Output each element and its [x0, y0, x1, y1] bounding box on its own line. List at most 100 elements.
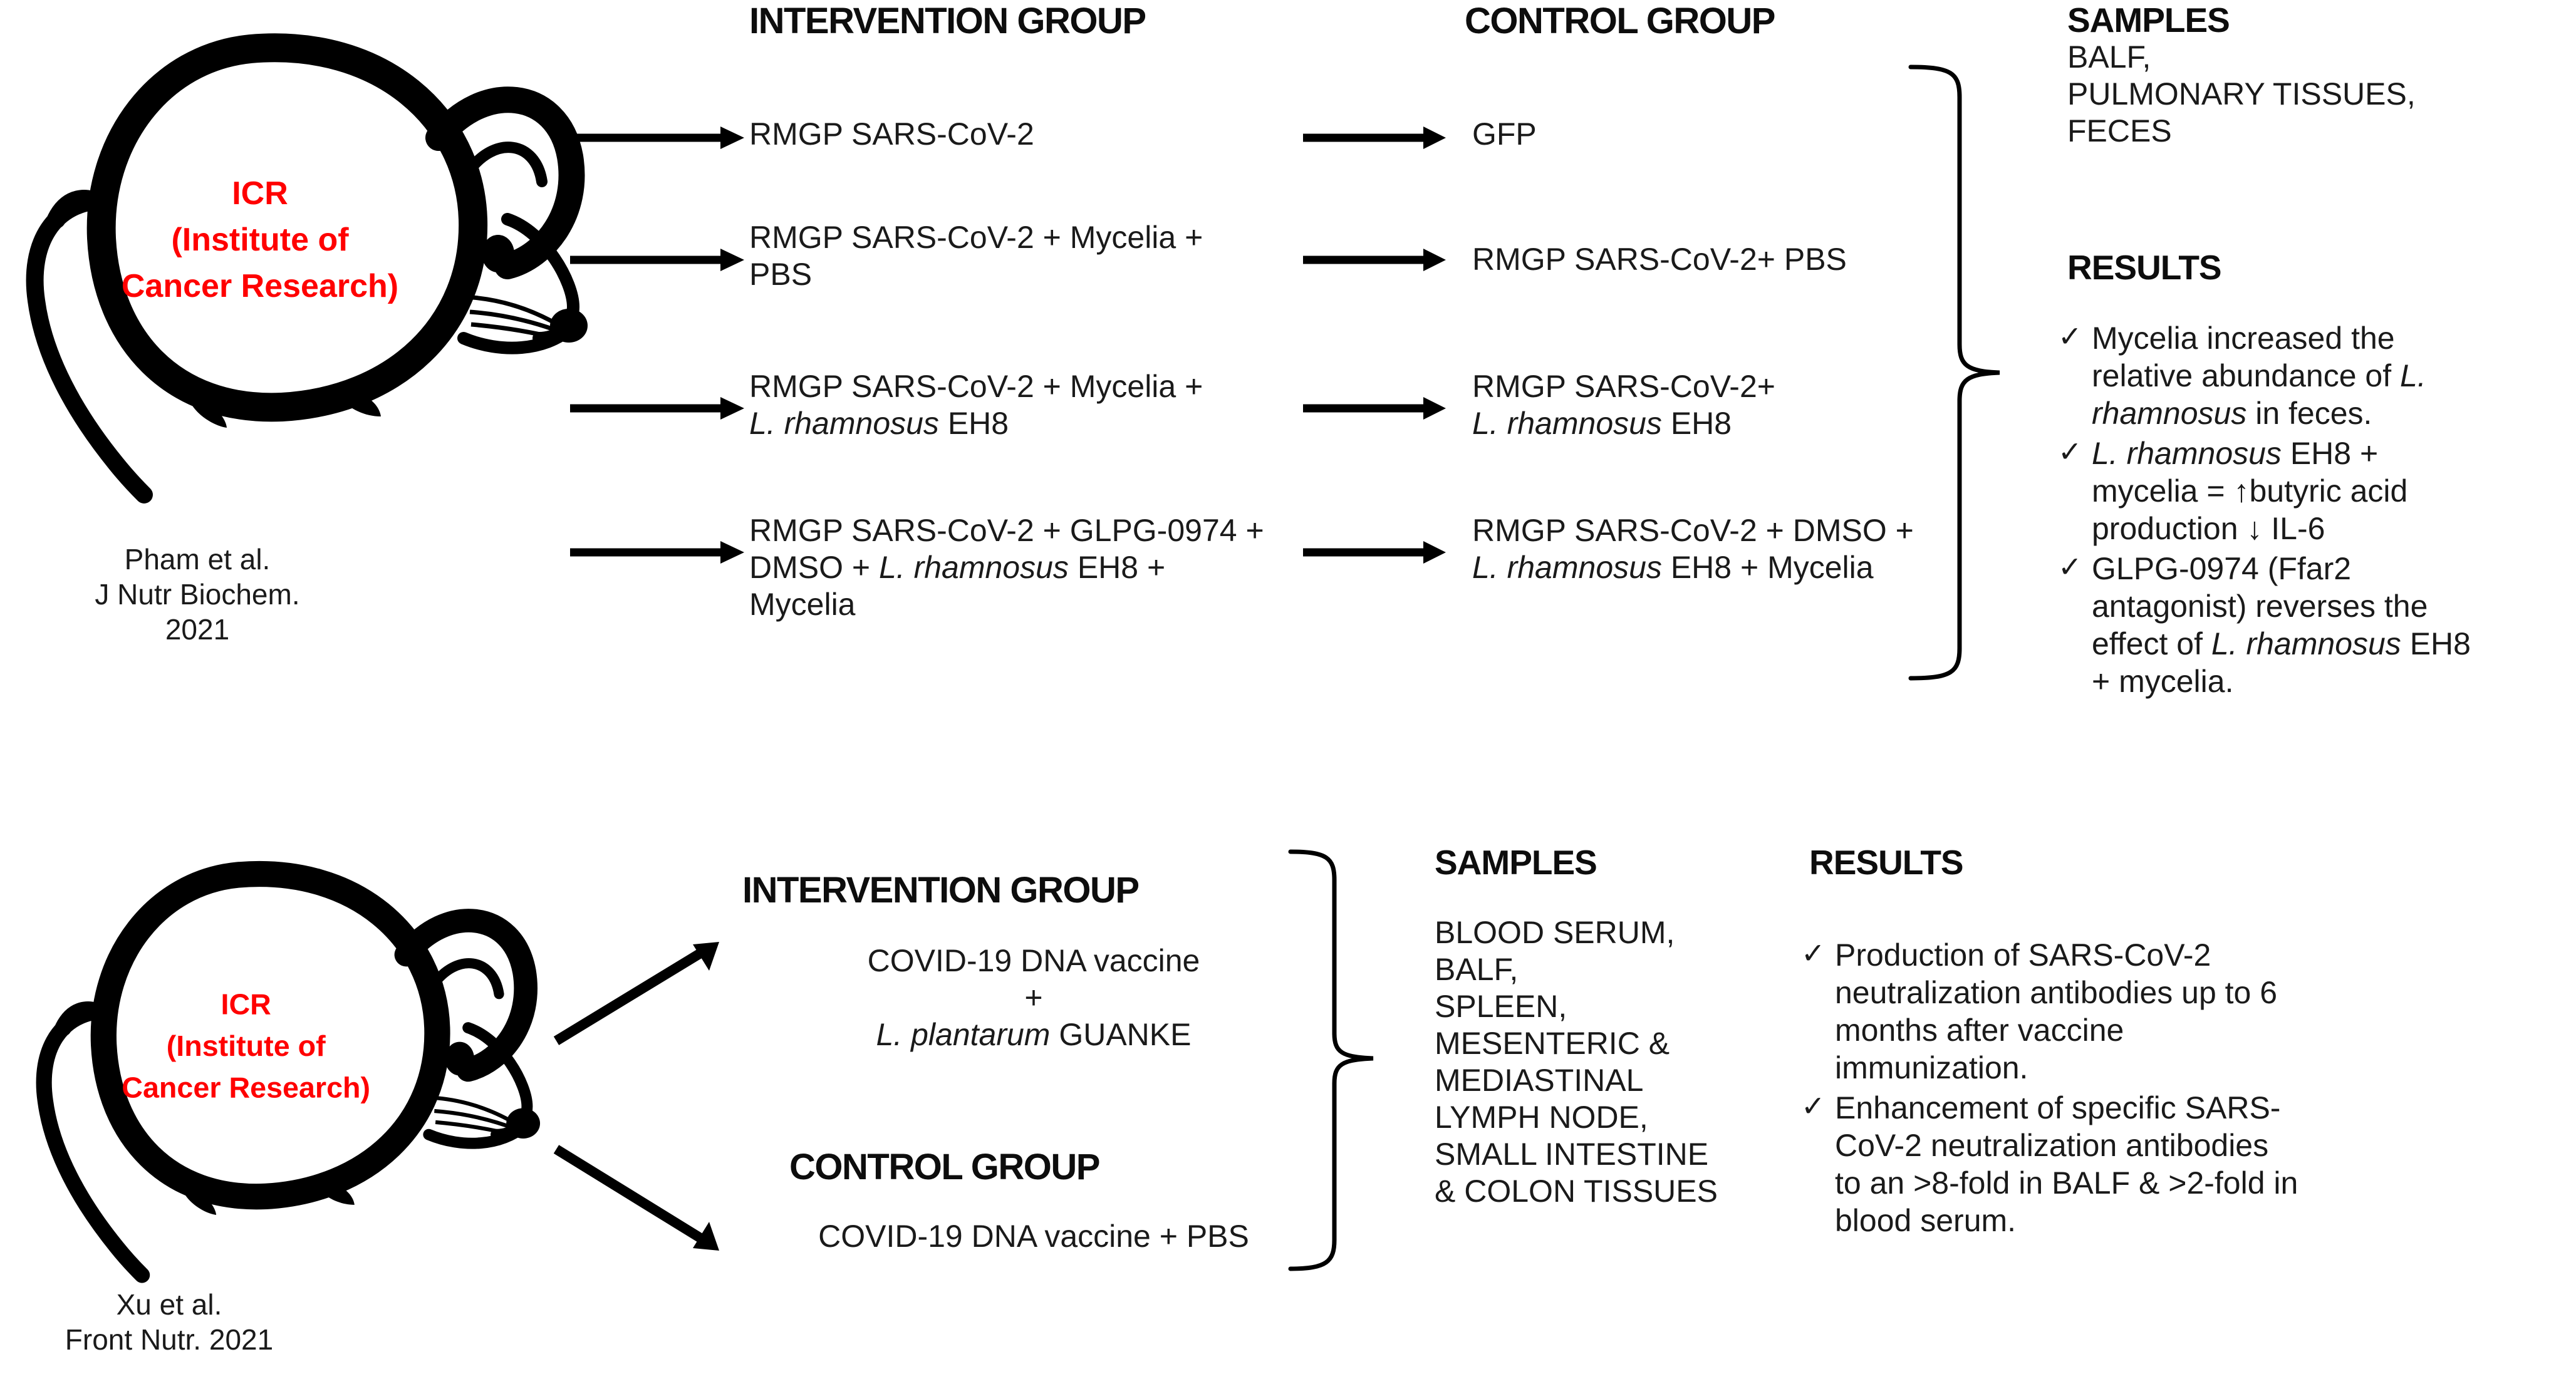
text-line: months after vaccine [1835, 1011, 2277, 1049]
text-run: EH8 + Mycelia [1661, 550, 1874, 585]
text-line: L. rhamnosus EH8 + Mycelia [1472, 549, 2011, 586]
results-header-bottom: RESULTS [1809, 843, 1964, 882]
text-run: PBS [749, 257, 813, 292]
mouse-label-line1: ICR [221, 988, 271, 1021]
italic-run: L. rhamnosus [878, 550, 1069, 585]
arrow-control-bottom [551, 1137, 739, 1262]
mouse-label-line2: (Institute of [167, 1030, 326, 1062]
check-icon: ✓ [2058, 435, 2082, 468]
citation-top: Pham et al. J Nutr Biochem. 2021 [60, 542, 335, 647]
text-run: RMGP SARS-CoV-2+ [1472, 369, 1775, 404]
check-icon: ✓ [1801, 1090, 1826, 1122]
arrow-control-3 [1303, 396, 1447, 421]
text-line: relative abundance of L. [2092, 357, 2426, 395]
text-line: RMGP SARS-CoV-2+ [1472, 368, 2011, 405]
results-header-top: RESULTS [2067, 248, 2222, 287]
text-line: + mycelia. [2092, 663, 2471, 700]
control-detail-bottom: COVID-19 DNA vaccine + PBS [752, 1218, 1316, 1255]
samples-line: SMALL INTESTINE [1435, 1137, 1709, 1172]
text-run: GUANKE [1050, 1017, 1192, 1052]
samples-line: MEDIASTINAL [1435, 1063, 1644, 1098]
mouse-foot-front [182, 1185, 217, 1215]
text-line: neutralization antibodies up to 6 [1835, 974, 2277, 1011]
italic-run: L. rhamnosus [749, 406, 939, 441]
text-run: antagonist) reverses the [2092, 589, 2428, 624]
check-icon: ✓ [1801, 937, 1826, 969]
arrow-intervention-4 [570, 540, 745, 565]
text-line: to an >8-fold in BALF & >2-fold in [1835, 1164, 2298, 1202]
text-line: L. rhamnosus EH8 + [2092, 435, 2407, 472]
mouse-foot-rear [338, 388, 381, 416]
text-line: L. rhamnosus EH8 [1472, 405, 2011, 442]
citation-line3: 2021 [165, 613, 230, 646]
text-run: Mycelia increased the [2092, 321, 2395, 356]
text-run: neutralization antibodies up to 6 [1835, 975, 2278, 1010]
text-run: DMSO + [749, 550, 879, 585]
text-line: effect of L. rhamnosus EH8 [2092, 625, 2471, 663]
italic-run: L. rhamnosus [1472, 550, 1662, 585]
samples-line: PULMONARY TISSUES, [2067, 76, 2416, 111]
text-run: RMGP SARS-CoV-2 [749, 116, 1034, 152]
citation-line1: Pham et al. [124, 543, 271, 576]
arrow-control-2 [1303, 247, 1447, 272]
text-run: RMGP SARS-CoV-2 + DMSO + [1472, 513, 1914, 548]
text-run: mycelia = ↑butyric acid [2092, 473, 2408, 509]
mouse-body-outline [26, 33, 585, 504]
samples-line: & COLON TISSUES [1435, 1174, 1718, 1209]
text-line: DMSO + L. rhamnosus EH8 + [749, 549, 1388, 586]
text-run: effect of [2092, 626, 2211, 661]
text-run: EH8 [1661, 406, 1732, 441]
text-run: RMGP SARS-CoV-2+ PBS [1472, 242, 1847, 277]
check-icon: ✓ [2058, 550, 2082, 583]
mouse-label-line2: (Institute of [171, 222, 349, 258]
text-line: RMGP SARS-CoV-2 + Mycelia + [749, 368, 1376, 405]
text-run: CoV-2 neutralization antibodies [1835, 1128, 2269, 1163]
text-line: COVID-19 DNA vaccine + PBS [752, 1218, 1316, 1255]
text-line: RMGP SARS-CoV-2 [749, 116, 1376, 153]
mouse-eye [445, 1041, 475, 1076]
control-group-header-top: CONTROL GROUP [1465, 1, 1776, 41]
text-run: in feces. [2246, 396, 2372, 431]
citation-bottom: Xu et al. Front Nutr. 2021 [25, 1287, 313, 1357]
text-line: Production of SARS-CoV-2 [1835, 936, 2277, 974]
text-line: RMGP SARS-CoV-2 + Mycelia + [749, 219, 1376, 256]
result-text: L. rhamnosus EH8 +mycelia = ↑butyric aci… [2092, 435, 2407, 547]
result-bullet: ✓ Enhancement of specific SARS-CoV-2 neu… [1801, 1089, 2572, 1239]
intervention-item-3: RMGP SARS-CoV-2 + Mycelia +L. rhamnosus … [749, 368, 1376, 442]
mouse-illustration-top: ICR (Institute of Cancer Research) [6, 13, 608, 504]
text-run: blood serum. [1835, 1203, 2017, 1238]
text-line: antagonist) reverses the [2092, 587, 2471, 625]
text-line: GFP [1472, 116, 2011, 153]
text-line: L. plantarum GUANKE [752, 1016, 1316, 1053]
samples-list-bottom: BLOOD SERUM, BALF, SPLEEN, MESENTERIC & … [1435, 914, 1836, 1210]
arrow-intervention-bottom [551, 933, 739, 1052]
arrow-intervention-2 [570, 247, 745, 272]
brace-bottom [1278, 845, 1403, 1278]
control-item-3: RMGP SARS-CoV-2+L. rhamnosus EH8 [1472, 368, 2011, 442]
text-line: PBS [749, 256, 1376, 293]
text-line: RMGP SARS-CoV-2 + DMSO + [1472, 512, 2011, 549]
text-run: GLPG-0974 (Ffar2 [2092, 551, 2352, 586]
intervention-item-4: RMGP SARS-CoV-2 + GLPG-0974 +DMSO + L. r… [749, 512, 1388, 623]
text-run: COVID-19 DNA vaccine [867, 943, 1200, 978]
intervention-detail-bottom: COVID-19 DNA vaccine+L. plantarum GUANKE [752, 943, 1316, 1053]
mouse-eye [482, 235, 514, 272]
intervention-item-2: RMGP SARS-CoV-2 + Mycelia +PBS [749, 219, 1376, 293]
text-line: CoV-2 neutralization antibodies [1835, 1127, 2298, 1164]
citation-line2: Front Nutr. 2021 [65, 1323, 274, 1356]
samples-header-top: SAMPLES [2067, 1, 2230, 39]
mouse-body-outline [36, 861, 538, 1283]
text-line: Mycelia increased the [2092, 319, 2426, 357]
text-line: + [752, 979, 1316, 1016]
italic-run: L. plantarum [876, 1017, 1051, 1052]
check-icon: ✓ [2058, 320, 2082, 353]
text-run: COVID-19 DNA vaccine + PBS [818, 1219, 1249, 1254]
text-line: RMGP SARS-CoV-2 + GLPG-0974 + [749, 512, 1388, 549]
text-run: EH8 + [2281, 436, 2379, 471]
result-bullet: ✓ L. rhamnosus EH8 +mycelia = ↑butyric a… [2058, 435, 2576, 547]
